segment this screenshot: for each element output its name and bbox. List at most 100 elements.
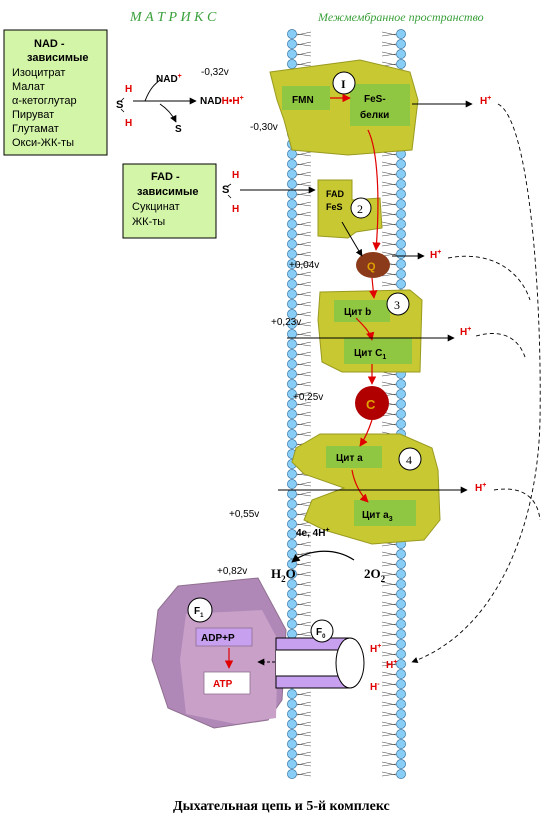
lipid-head [287,299,297,309]
lipid-tail [296,711,312,716]
lipid-head [396,679,406,689]
lipid-head [287,419,297,429]
lipid-tail [296,491,312,496]
lipid-tail [381,201,397,206]
lipid-head [287,339,297,349]
lipid-head [396,549,406,559]
lipid-tail [381,751,397,756]
fad-substrate-h-bottom: H [232,204,239,215]
lipid-head [396,709,406,719]
lipid-head [396,179,406,189]
lipid-head [287,39,297,49]
fad-label: FAD [326,189,345,199]
lipid-tail [296,751,312,756]
lipid-tail [296,381,312,386]
lipid-head [396,39,406,49]
lipid-tail [296,571,312,576]
fad-substrate-h-top: H [232,170,239,181]
lipid-head [396,209,406,219]
lipid-head [396,559,406,569]
proton-f0-3: H- [370,681,380,693]
lipid-tail [296,61,312,66]
cyt-a3-label: Цит a3 [362,510,393,523]
lipid-tail [296,591,312,596]
lipid-head [396,249,406,259]
lipid-head [396,729,406,739]
lipid-head [396,49,406,59]
lipid-tail [296,731,312,736]
lipid-head [287,519,297,529]
lipid-head [396,379,406,389]
lipid-head [287,399,297,409]
fad-box-item-2: ЖК-ты [132,216,165,228]
lipid-tail [381,591,397,596]
lipid-tail [381,561,397,566]
proton-2: H+ [430,249,441,261]
fad-box-title-1: FAD - [151,171,180,183]
lipid-head [396,189,406,199]
lipid-head [287,429,297,439]
lipid-head [396,269,406,279]
q-label: Q [367,261,376,273]
nadh: NADH•H+ [200,95,244,107]
proton-4: H+ [475,482,486,494]
lipid-tail [296,231,312,236]
lipid-head [287,479,297,489]
lipid-tail [381,731,397,736]
lipid-tail [296,561,312,566]
lipid-head [396,169,406,179]
lipid-head [287,309,297,319]
lipid-head [287,349,297,359]
lipid-tail [296,211,312,216]
f1-label: F1 [194,606,204,619]
lipid-head [396,409,406,419]
proton-1: H+ [480,95,491,107]
lipid-head [287,269,297,279]
lipid-tail [296,151,312,156]
lipid-head [396,159,406,169]
lipid-head [396,689,406,699]
nad-box-title-1: NAD - [34,38,65,50]
lipid-tail [381,61,397,66]
oxygen-label: 2O2 [364,566,386,584]
fes-2-label: FeS [326,202,343,212]
lipid-head [396,29,406,39]
cyt-c-label: C [366,397,376,412]
f1-badge [187,597,213,623]
fes-label-1: FeS- [364,94,386,105]
lipid-tail [381,691,397,696]
lipid-head [396,399,406,409]
lipid-tail [296,541,312,546]
lipid-head [396,669,406,679]
lipid-tail [296,181,312,186]
lipid-head [396,199,406,209]
lipid-head [396,699,406,709]
lipid-tail [296,611,312,616]
lipid-tail [381,741,397,746]
lipid-tail [381,671,397,676]
lipid-tail [296,361,312,366]
complex-4-number-badge [398,447,422,471]
lipid-tail [296,311,312,316]
lipid-head [396,259,406,269]
lipid-head [287,699,297,709]
lipid-head [396,649,406,659]
cyt-b-box [334,300,390,322]
lipid-tail [381,581,397,586]
f0-label: F0 [316,627,326,640]
electrons-label: 4e, 4H+ [296,527,330,539]
lipid-tail [296,721,312,726]
lipid-head [396,629,406,639]
lipid-head [287,169,297,179]
substrate-s: S [116,99,123,111]
lipid-head [396,219,406,229]
nad-box-item-1: Изоцитрат [12,67,65,79]
lipid-tail [381,661,397,666]
lipid-head [287,719,297,729]
lipid-head [287,529,297,539]
complex-2-number-badge [350,197,372,219]
lipid-head [287,749,297,759]
lipid-tail [296,421,312,426]
lipid-head [287,709,297,719]
lipid-tail [381,611,397,616]
